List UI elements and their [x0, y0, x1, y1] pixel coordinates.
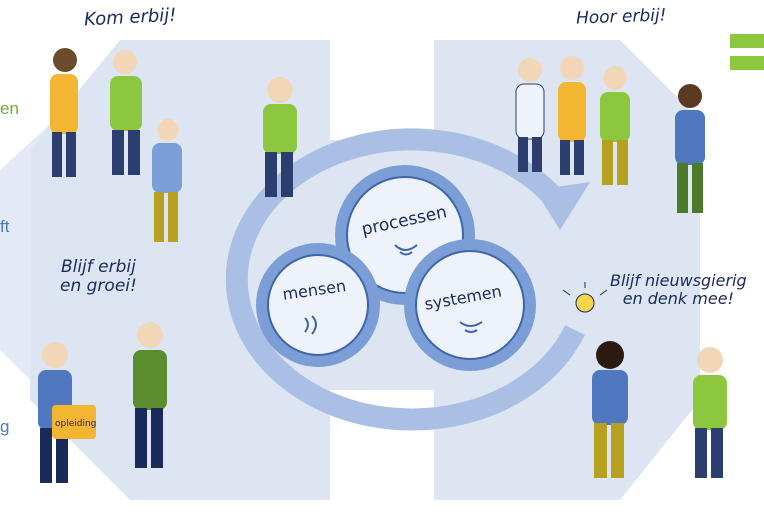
person-group-top-right	[515, 56, 705, 213]
bag	[52, 405, 96, 439]
bag-label: opleiding	[55, 419, 96, 429]
gear-mensen: mensen	[256, 243, 380, 367]
edge-text-fragment-en: en	[0, 99, 19, 118]
lightbulb-icon	[562, 282, 608, 313]
caption-hoor-erbij: Hoor erbij!	[575, 5, 667, 29]
person-welcoming	[263, 77, 297, 197]
cycle-ring	[225, 128, 590, 431]
edge-text-fragment-ft: ft	[0, 217, 10, 236]
caption-blijf-erbij-line2: en groei!	[60, 275, 137, 296]
equals-bar-bottom	[730, 56, 764, 70]
person-pair-bottom-left: opleiding	[38, 322, 167, 483]
caption-blijf-nieuwsgierig: Blijf nieuwsgierig en denk mee!	[610, 272, 747, 307]
person-pair-bottom-right	[562, 282, 727, 478]
caption-blijf-nieuwsgierig-line1: Blijf nieuwsgierig	[610, 271, 747, 290]
caption-blijf-erbij-line1: Blijf erbij	[60, 257, 136, 277]
caption-blijf-erbij: Blijf erbij en groei!	[60, 258, 137, 295]
edge-text-fragment-g: g	[0, 417, 10, 436]
person-group-top-left	[50, 48, 182, 242]
gear-systemen: systemen	[404, 239, 536, 371]
caption-blijf-nieuwsgierig-line2: en denk mee!	[622, 288, 734, 308]
equals-bar-top	[730, 34, 764, 48]
